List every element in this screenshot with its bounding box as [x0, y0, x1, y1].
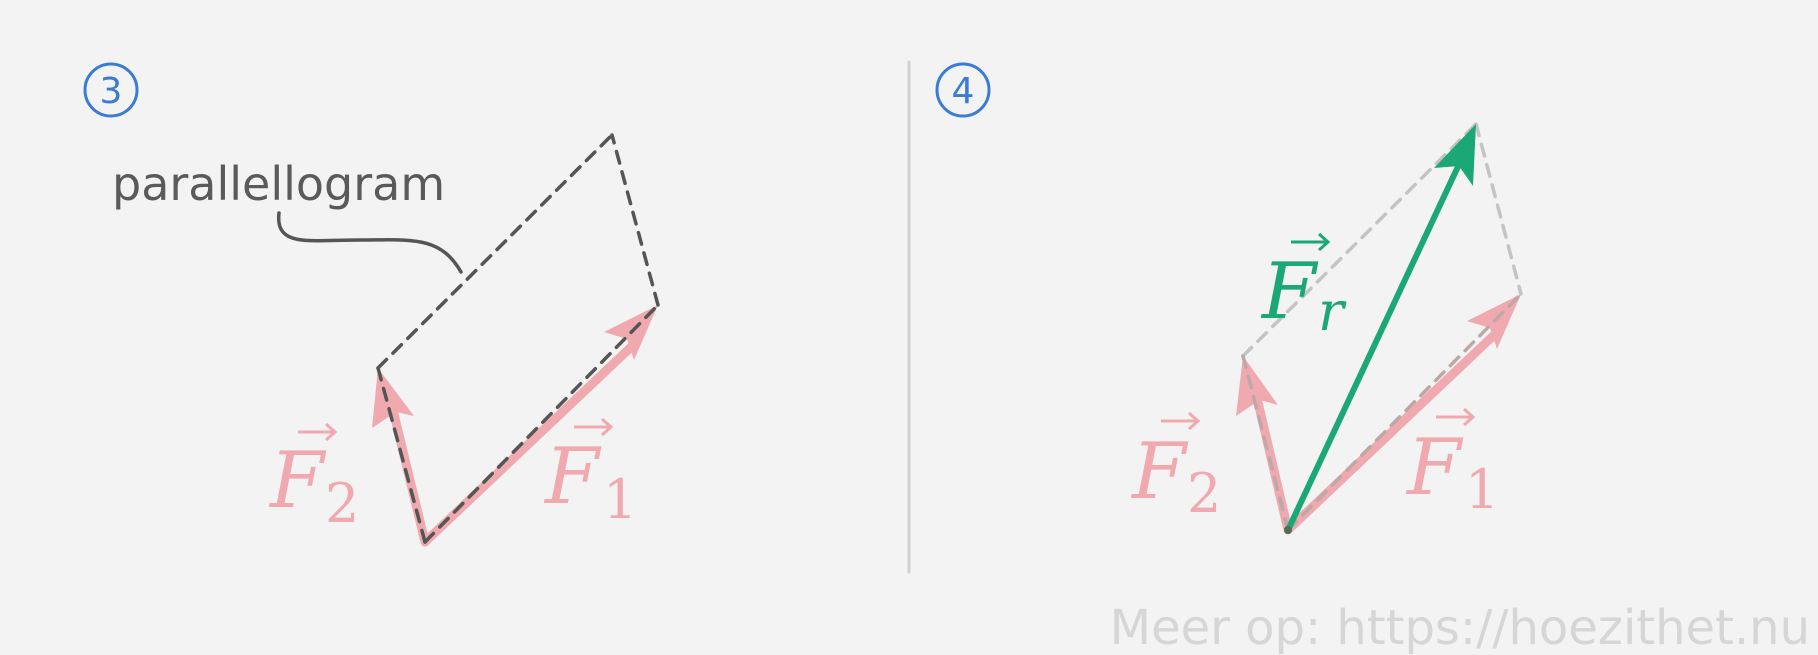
label-f2-p4: F 2 — [1130, 411, 1221, 525]
label-f2-p4-subscript: 2 — [1187, 462, 1221, 525]
vector-dashed-overlay-p4 — [1241, 292, 1523, 532]
label-f1-p4-symbol: F — [1405, 423, 1464, 513]
label-f1-p4-arrow — [1436, 407, 1476, 427]
label-f1-p4-subscript: 1 — [1465, 458, 1499, 521]
label-f1-p3-subscript: 1 — [603, 468, 637, 531]
step-number-3: 3 — [100, 71, 123, 112]
parallelogram-outline-light — [1241, 122, 1523, 358]
label-fr-arrow — [1291, 232, 1331, 252]
label-f1-p3: F 1 — [543, 417, 637, 531]
vector-fr — [1284, 124, 1476, 534]
label-f1-p3-symbol: F — [543, 432, 602, 522]
panel-4: 4 F r — [935, 62, 1523, 535]
watermark: Meer op: https://hoezithet.nu — [1110, 600, 1810, 655]
label-fr: F r — [1260, 232, 1347, 343]
label-fr-subscript: r — [1318, 280, 1347, 343]
label-f2-p4-symbol: F — [1130, 427, 1189, 517]
parallelogram-outline — [376, 133, 660, 544]
label-f2-p3-arrow — [298, 422, 338, 442]
label-pointer-curve — [277, 211, 463, 274]
step-badge-4: 4 — [935, 62, 991, 118]
label-f1-p3-arrow — [574, 417, 614, 437]
label-f2-p4-arrow — [1161, 411, 1201, 431]
label-f1-p4: F 1 — [1405, 407, 1499, 521]
panel-3: 3 parallellogram F 2 — [83, 62, 660, 547]
label-f2-p3: F 2 — [268, 422, 359, 535]
step-number-4: 4 — [952, 71, 975, 112]
label-f2-p3-subscript: 2 — [325, 472, 359, 535]
label-fr-symbol: F — [1260, 247, 1319, 337]
parallelogram-label: parallellogram — [112, 157, 445, 211]
step-badge-3: 3 — [83, 62, 139, 118]
label-f2-p3-symbol: F — [268, 436, 327, 526]
